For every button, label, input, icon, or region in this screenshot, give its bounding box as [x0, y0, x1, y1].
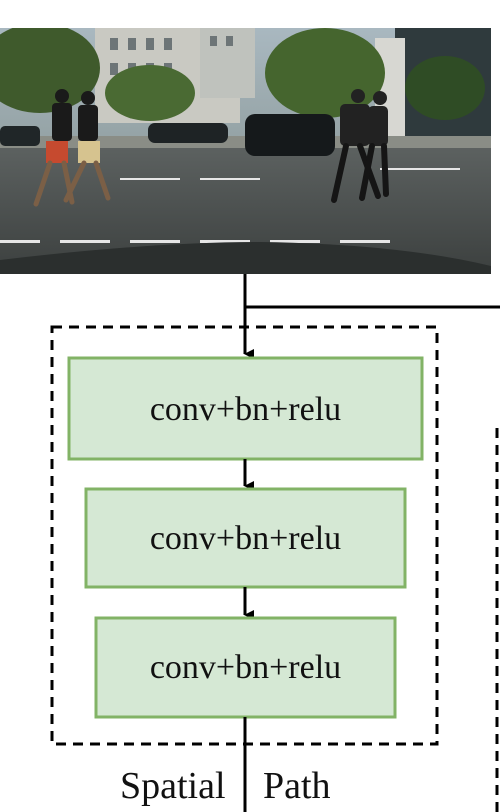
conv-block-1-label: conv+bn+relu [150, 391, 341, 428]
conv-block-3 [94, 616, 397, 719]
conv-block-1 [67, 356, 424, 461]
caption-word-path: Path [263, 765, 331, 807]
caption-word-spatial: Spatial [120, 765, 226, 807]
conv-block-2-label: conv+bn+relu [150, 520, 341, 557]
spatial-path-caption: Spatial Path [0, 762, 500, 812]
street-scene-photo [0, 28, 491, 274]
conv-block-3-label: conv+bn+relu [150, 649, 341, 686]
